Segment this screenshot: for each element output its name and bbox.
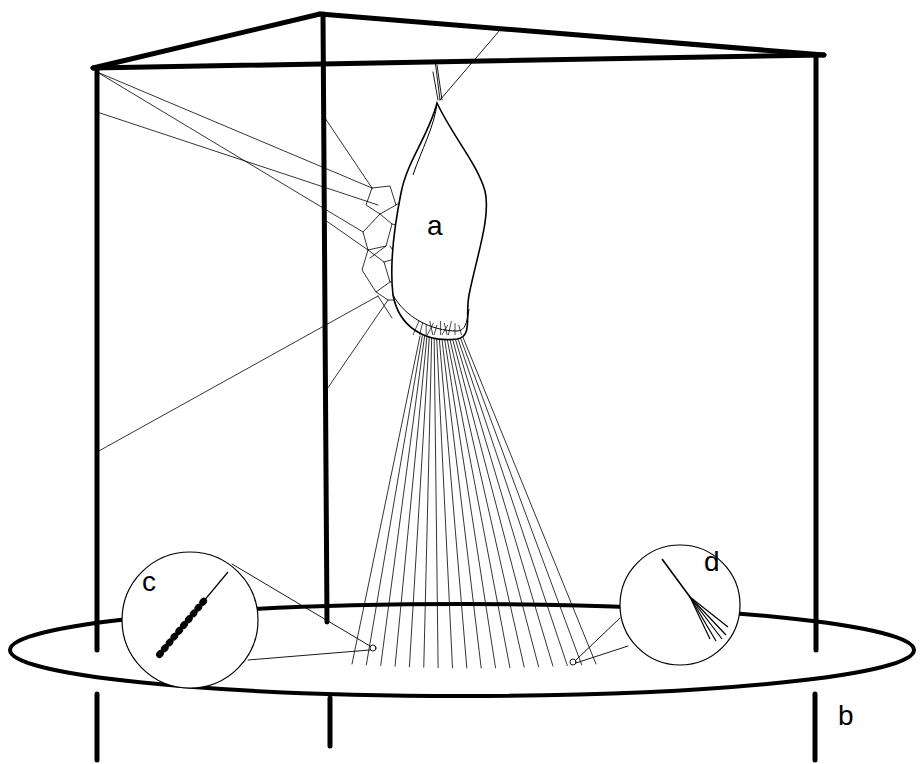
inset-circle: c (120, 550, 260, 690)
node-outline (120, 550, 260, 690)
suspension-thread (433, 30, 560, 100)
part-letter: a (427, 212, 443, 240)
leg (328, 698, 333, 746)
frame-post (95, 68, 100, 650)
leader-line (232, 564, 628, 665)
silk-lines (352, 330, 596, 668)
frame-bar (320, 14, 824, 55)
part-letter: b (838, 702, 854, 730)
cocoon-shape: a (385, 95, 500, 345)
frame-post (814, 55, 819, 650)
leg (813, 694, 818, 760)
node-outline (618, 543, 742, 667)
frame-post (323, 14, 327, 622)
inset-circle: d (618, 543, 742, 667)
leg (95, 694, 100, 760)
frame-bar (93, 55, 824, 68)
part-letter: c (142, 568, 156, 596)
frame-bar (93, 14, 320, 68)
web-threads (97, 72, 404, 452)
part-letter: d (704, 548, 720, 576)
